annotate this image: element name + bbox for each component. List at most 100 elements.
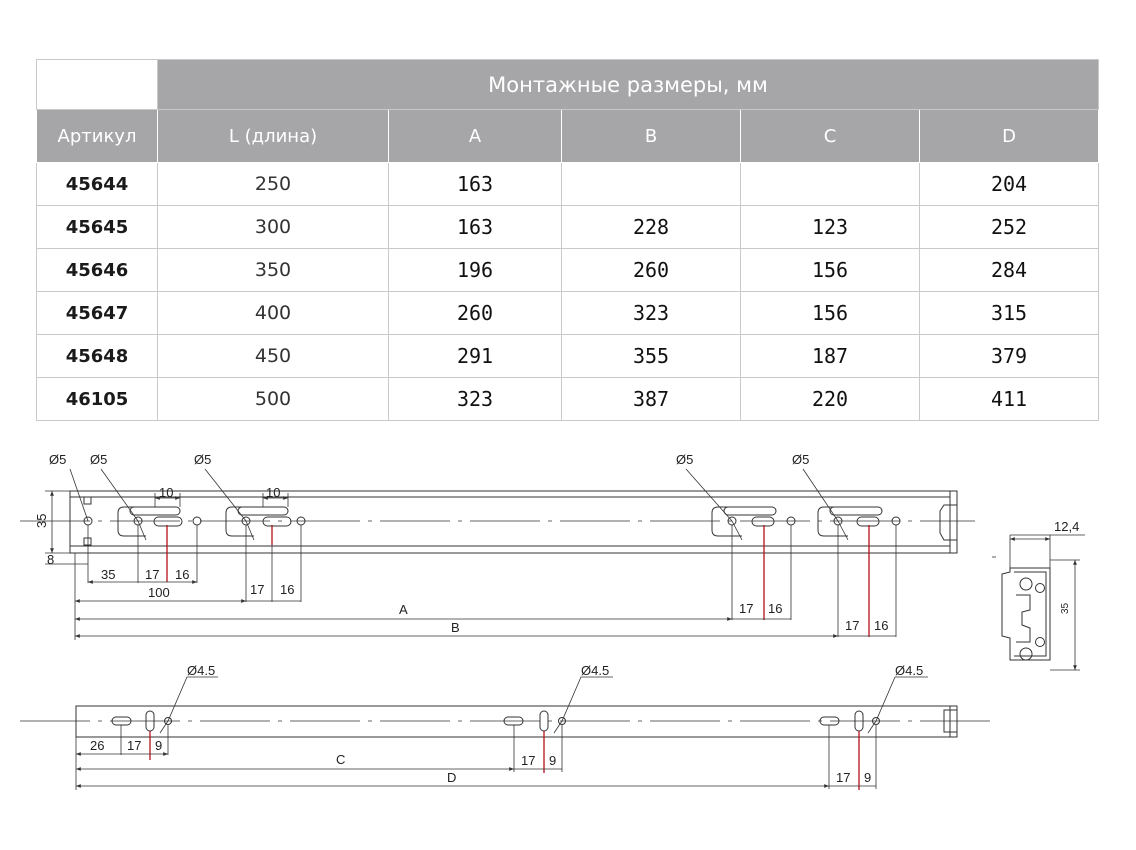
slot: [111, 716, 132, 726]
profile-channel: [1016, 594, 1031, 643]
slot: [856, 516, 880, 527]
round-hole: [192, 516, 202, 526]
cell-d: 379: [919, 334, 1099, 378]
top-rail-view: Ø5 Ø5 Ø5 Ø5 Ø5 10 10 35 8 35 17 16 100 1…: [20, 452, 975, 640]
ball-bearing: [1019, 577, 1033, 591]
round-hole: [164, 717, 172, 725]
hole-label: Ø4.5: [187, 663, 215, 678]
cell-c: 123: [740, 205, 920, 249]
slot: [751, 516, 775, 527]
bottom-rail-outline: [75, 705, 958, 738]
dim-label: 17: [521, 753, 535, 768]
hole-label: Ø5: [676, 452, 693, 467]
col-header-d: D: [919, 109, 1099, 163]
hole-label: Ø4.5: [581, 663, 609, 678]
dim-label: 17: [145, 567, 159, 582]
cell-d: 284: [919, 248, 1099, 292]
slot: [262, 516, 292, 527]
dim-label: 9: [549, 753, 556, 768]
col-header-b: B: [561, 109, 741, 163]
hole-label: Ø5: [49, 452, 66, 467]
square-hole: [83, 537, 92, 546]
hole-label: Ø5: [90, 452, 107, 467]
hole-label: Ø5: [194, 452, 211, 467]
bottom-rail-view: Ø4.5 Ø4.5 Ø4.5 26 17 9 17 9 17 9 C D: [20, 663, 995, 790]
dim-label: C: [336, 752, 345, 767]
cell-length: 450: [157, 334, 389, 378]
hole-label: Ø5: [792, 452, 809, 467]
cell-length: 250: [157, 162, 389, 206]
dim-label: 35: [1060, 602, 1071, 614]
rail-end-clip: [939, 504, 957, 541]
dim-label: 12,4: [1054, 519, 1079, 534]
dim-label: 17: [739, 601, 753, 616]
cell-b: 228: [561, 205, 741, 249]
ball-bearing: [1019, 647, 1033, 661]
dimension-lines: [75, 580, 896, 638]
col-header-c: C: [740, 109, 920, 163]
cell-b: 323: [561, 291, 741, 335]
dim-label: 10: [159, 485, 173, 500]
cell-article: 45648: [36, 334, 158, 378]
table-row: 46105 500 323 387 220 411: [36, 377, 1099, 421]
keyhole-slot: [711, 506, 742, 537]
cell-a: 291: [388, 334, 562, 378]
dim-label: 17: [845, 618, 859, 633]
round-hole: [558, 717, 566, 725]
slot: [829, 506, 883, 516]
cell-article: 45646: [36, 248, 158, 292]
dim-label: 10: [266, 485, 280, 500]
cell-b: 387: [561, 377, 741, 421]
cell-length: 350: [157, 248, 389, 292]
dim-label: 9: [155, 738, 162, 753]
rail-profile-view: 12,4 35: [992, 519, 1085, 671]
top-rail-outline: [69, 490, 958, 554]
dim-label: 100: [148, 585, 170, 600]
cell-article: 45645: [36, 205, 158, 249]
mounting-dimensions-table: Монтажные размеры, мм Артикул L (длина) …: [36, 59, 1099, 421]
square-hole: [83, 496, 92, 505]
keyhole-slot: [225, 506, 254, 537]
red-marks: [166, 525, 870, 637]
cell-d: 252: [919, 205, 1099, 249]
dim-label: B: [451, 620, 460, 635]
dim-label: 35: [101, 567, 115, 582]
keyhole-slot: [817, 506, 848, 537]
dim-label: 17: [250, 582, 264, 597]
dim-label: 26: [90, 738, 104, 753]
extension-lines: [74, 525, 897, 640]
dim-label: D: [447, 770, 456, 785]
table-row: 45644 250 163 204: [36, 162, 1099, 206]
leader-lines: [159, 676, 928, 734]
dim-label: 16: [175, 567, 189, 582]
dimension-lines: [76, 752, 876, 788]
slot: [539, 710, 549, 732]
cell-length: 500: [157, 377, 389, 421]
col-header-article: Артикул: [36, 109, 158, 163]
dim-label: 35: [34, 514, 49, 528]
table-row: 45645 300 163 228 123 252: [36, 205, 1099, 249]
cell-a: 196: [388, 248, 562, 292]
leader-lines: [69, 468, 849, 541]
slot: [723, 506, 777, 516]
keyhole-slot: [117, 506, 146, 537]
ball-bearing: [1035, 637, 1045, 647]
dim-label: 8: [47, 552, 54, 567]
cell-a: 323: [388, 377, 562, 421]
cell-d: 411: [919, 377, 1099, 421]
cell-length: 400: [157, 291, 389, 335]
dim-label: 16: [874, 618, 888, 633]
round-hole: [872, 717, 880, 725]
dim-label: 17: [836, 770, 850, 785]
slot: [237, 506, 289, 516]
slot: [819, 716, 840, 726]
dim-label: 16: [768, 601, 782, 616]
profile-outline: [1001, 567, 1051, 661]
slot: [153, 516, 183, 527]
table-row: 45646 350 196 260 156 284: [36, 248, 1099, 292]
dim-label: 17: [127, 738, 141, 753]
col-header-a: A: [388, 109, 562, 163]
cell-length: 300: [157, 205, 389, 249]
dim-label: 16: [280, 582, 294, 597]
